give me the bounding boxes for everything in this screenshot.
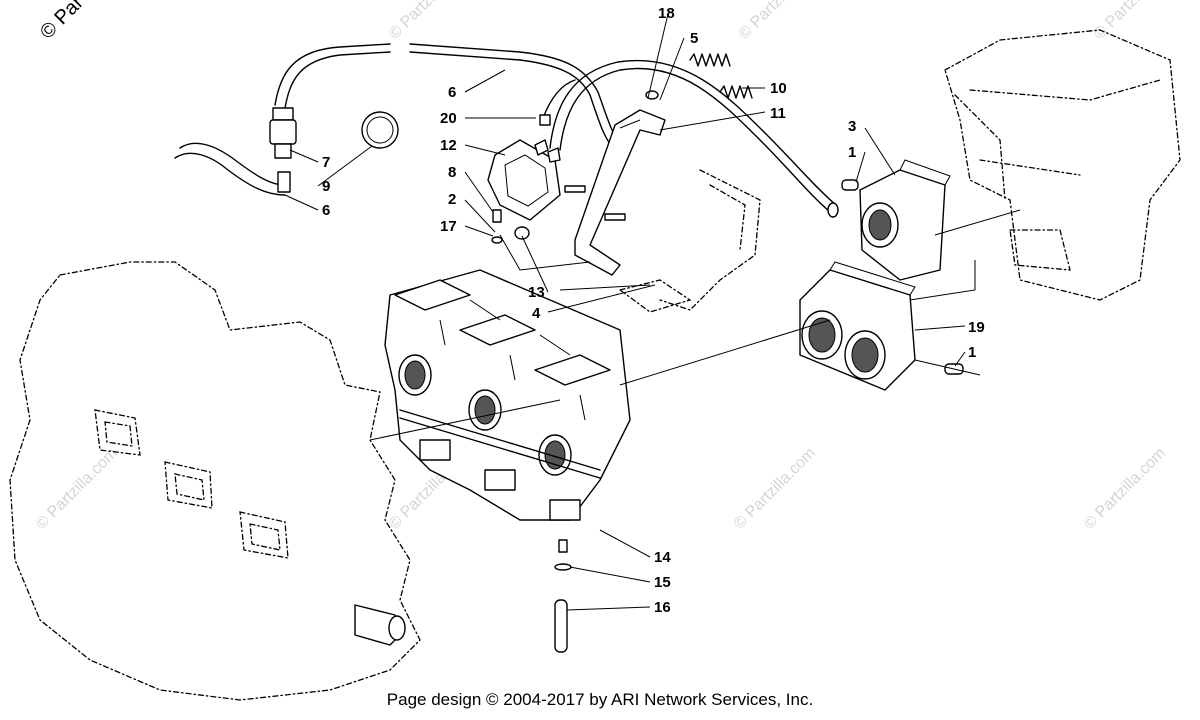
callout-8: 8 [448,164,456,181]
engine-outline [9,261,421,701]
fuel-filter [269,107,297,193]
callout-6: 6 [322,202,330,219]
callout-2: 2 [448,191,456,208]
callout-5: 5 [690,30,698,47]
callout-16: 16 [654,599,671,616]
watermark: © Partzilla.com [1091,0,1179,43]
watermark: © Partzilla.com [731,445,819,533]
callout-3: 3 [848,118,856,135]
callouts: 18 5 10 11 6 20 12 8 2 17 7 9 6 3 1 13 4… [322,5,985,616]
callout-15: 15 [654,574,671,591]
leader-lines [284,13,966,611]
callout-6: 6 [448,84,456,101]
callout-9: 9 [322,178,330,195]
carburetor-assembly [384,269,631,521]
watermark: © Partzilla.com [33,445,121,533]
callout-17: 17 [440,218,457,235]
springs [689,53,753,99]
callout-10: 10 [770,80,787,97]
hose-clamp [361,111,399,149]
callout-1: 1 [848,144,856,161]
callout-20: 20 [440,110,457,127]
callout-11: 11 [770,105,786,122]
air-silencer [841,159,951,281]
bracket [574,90,666,276]
callout-12: 12 [440,137,457,154]
watermark: © Partzilla.com [736,0,824,43]
callout-1: 1 [968,344,976,361]
callout-14: 14 [654,549,671,566]
page-credit: Page design © 2004-2017 by ARI Network S… [386,690,814,709]
drain-tube [554,539,572,653]
callout-18: 18 [658,5,675,22]
callout-7: 7 [322,154,330,171]
corner-copyright-mark: © Par [36,0,88,44]
callout-19: 19 [968,319,985,336]
callout-13: 13 [528,284,545,301]
callout-4: 4 [532,305,541,322]
fuel-pump [487,114,626,244]
frame-outline [618,169,761,313]
air-box-outline [944,29,1181,301]
intake-silencer-boot [799,261,964,391]
watermark: © Partzilla.com [1081,445,1169,533]
watermark: © Partzilla.com [386,0,474,43]
locator-lines [369,209,1021,441]
